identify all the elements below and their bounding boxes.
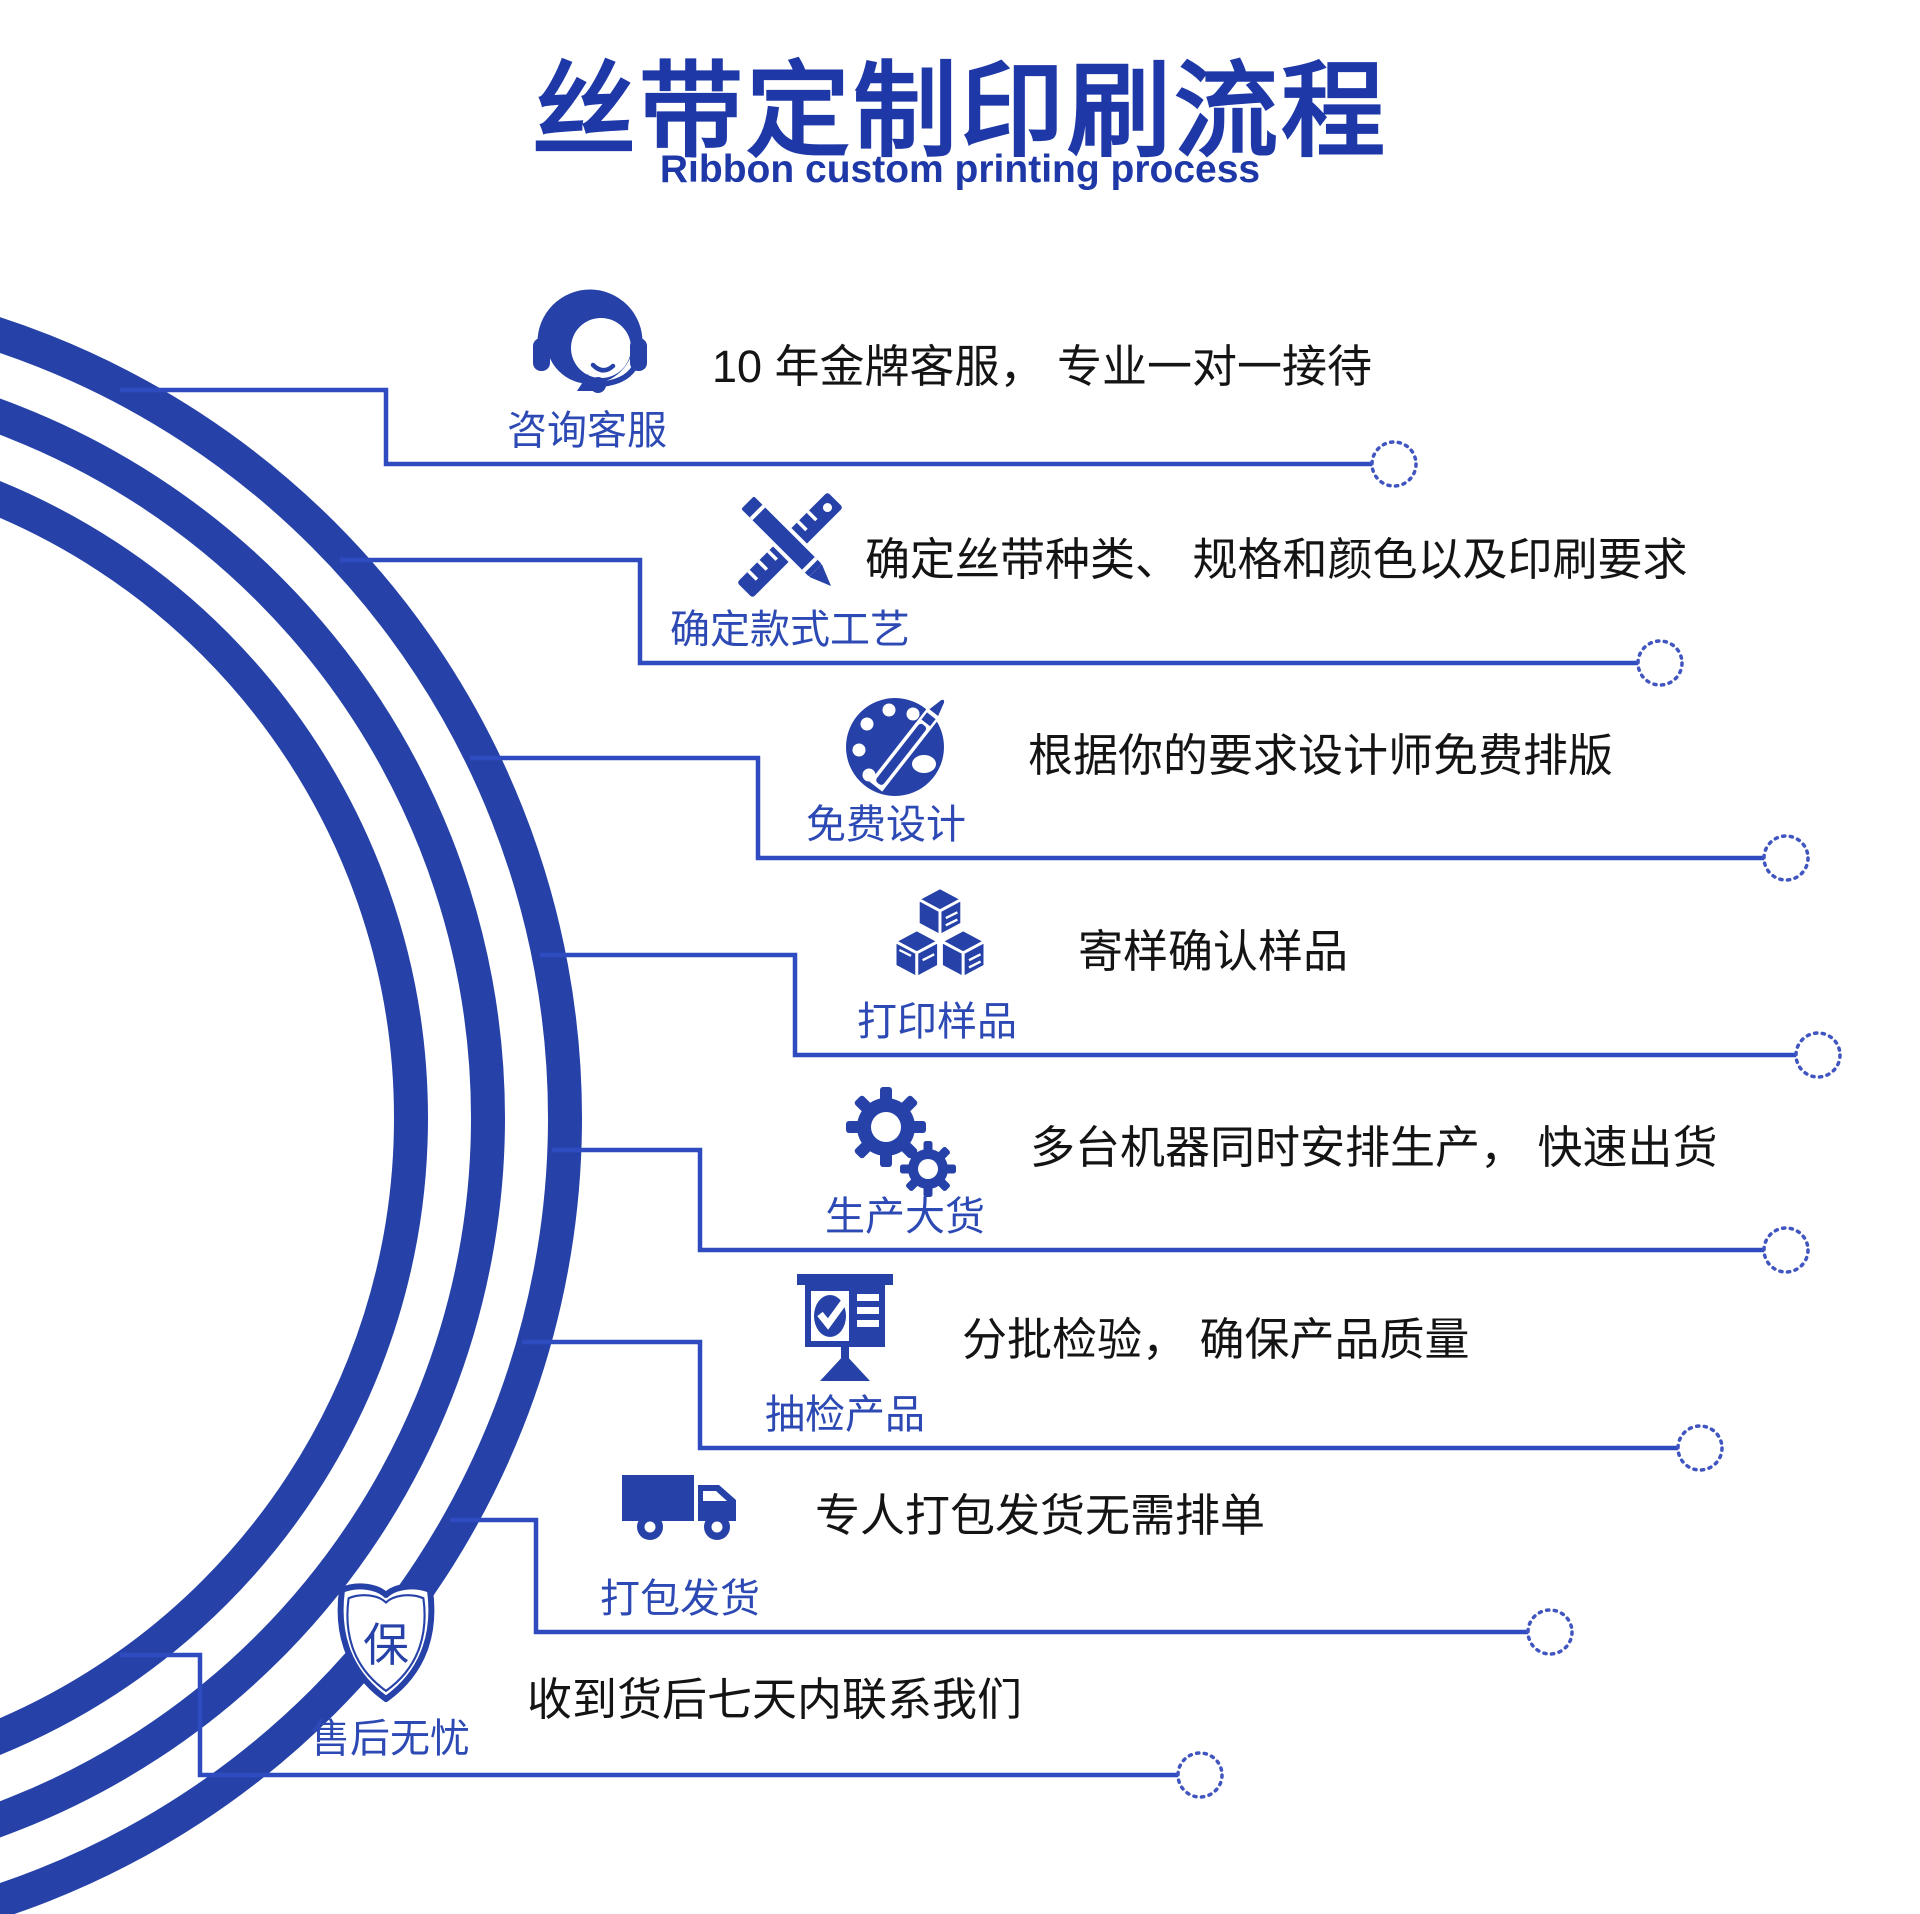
connector-line-7 <box>450 1517 1528 1635</box>
step-description: 专人打包发货无需排单 <box>815 1490 1266 1541</box>
middle-arc <box>0 398 505 1838</box>
dotted-circle-6 <box>1676 1424 1724 1472</box>
step-label: 免费设计 <box>806 803 966 847</box>
inspection-board-icon <box>797 1274 893 1381</box>
shield-glyph: 保 <box>363 1619 409 1671</box>
headset-agent-icon <box>533 289 647 393</box>
dotted-circle-5 <box>1762 1226 1810 1274</box>
step-label: 确定款式工艺 <box>670 608 910 652</box>
warranty-shield-icon: 保 <box>337 1583 435 1702</box>
step-description: 10 年金牌客服， 专业一对一接待 <box>712 341 1373 392</box>
step-description: 寄样确认样品 <box>1078 926 1349 977</box>
step-description: 根据你的要求设计师免费排版 <box>1028 730 1614 781</box>
connector-line-1 <box>120 387 1372 467</box>
dotted-circle-2 <box>1636 639 1684 687</box>
step-description: 收到货后七天内联系我们 <box>527 1674 1023 1725</box>
dotted-circle-7 <box>1526 1608 1574 1656</box>
palette-brush-icon <box>846 695 950 796</box>
connector-line-3 <box>470 755 1764 861</box>
outer-arc <box>0 317 582 1914</box>
step-label: 抽检产品 <box>765 1393 925 1437</box>
connector-line-4 <box>540 952 1796 1058</box>
gears-icon <box>846 1087 956 1197</box>
connector-line-6 <box>522 1339 1678 1451</box>
inner-arc <box>0 481 428 1755</box>
connector-lines <box>120 387 1796 1778</box>
dotted-circle-8 <box>1176 1751 1224 1799</box>
step-label: 咨询客服 <box>507 409 667 453</box>
step-description: 分批检验， 确保产品质量 <box>962 1314 1470 1365</box>
step-description: 多台机器同时安排生产， 快速出货 <box>1030 1122 1718 1173</box>
connector-line-2 <box>340 557 1638 666</box>
dotted-circle-4 <box>1794 1031 1842 1079</box>
connector-line-8 <box>120 1652 1178 1778</box>
step-label: 生产大货 <box>825 1195 985 1239</box>
page-subtitle: Ribbon custom printing process <box>659 148 1261 191</box>
sample-boxes-icon <box>893 886 987 980</box>
step-label: 打印样品 <box>857 1000 1017 1044</box>
dotted-circle-1 <box>1370 440 1418 488</box>
connector-line-5 <box>552 1147 1764 1253</box>
dotted-circle-3 <box>1762 834 1810 882</box>
step-description: 确定丝带种类、 规格和颜色以及印刷要求 <box>865 534 1688 585</box>
concentric-arcs <box>0 317 582 1914</box>
page-title: 丝带定制印刷流程 <box>531 54 1388 170</box>
delivery-truck-icon <box>622 1475 736 1540</box>
endpoint-dotted-circles <box>1176 440 1842 1799</box>
ruler-pencil-icon <box>735 490 842 597</box>
step-label: 售后无忧 <box>310 1717 470 1761</box>
step-label: 打包发货 <box>600 1577 760 1621</box>
